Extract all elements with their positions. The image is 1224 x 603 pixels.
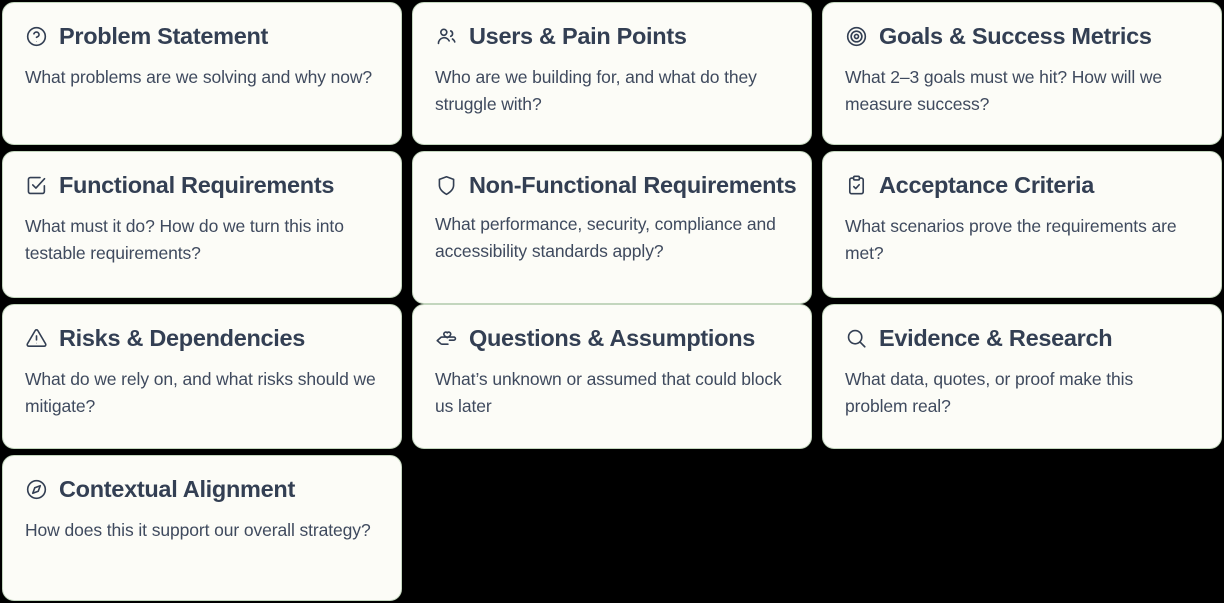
card-goals-success-metrics[interactable]: Goals & Success Metrics What 2–3 goals m… [822, 2, 1222, 145]
card-description: What performance, security, compliance a… [435, 214, 776, 262]
card-title: Risks & Dependencies [59, 325, 306, 351]
card-header: Users & Pain Points [435, 23, 789, 50]
check-square-icon [25, 174, 48, 197]
card-header: Acceptance Criteria [845, 172, 1199, 199]
card-questions-assumptions[interactable]: Questions & Assumptions What’s unknown o… [412, 304, 812, 449]
card-header: Non-Functional Requirements [435, 172, 797, 199]
alert-triangle-icon [25, 327, 48, 350]
card-header: Evidence & Research [845, 325, 1199, 352]
card-header: Problem Statement [25, 23, 379, 50]
shield-icon [435, 174, 458, 197]
help-circle-icon [25, 25, 48, 48]
hand-heart-icon [435, 327, 458, 350]
card-title: Acceptance Criteria [879, 172, 1095, 198]
card-problem-statement[interactable]: Problem Statement What problems are we s… [2, 2, 402, 145]
card-description: What data, quotes, or proof make this pr… [845, 369, 1134, 417]
card-title: Questions & Assumptions [469, 325, 756, 351]
card-description: What 2–3 goals must we hit? How will we … [845, 67, 1163, 115]
card-risks-dependencies[interactable]: Risks & Dependencies What do we rely on,… [2, 304, 402, 449]
clipboard-check-icon [845, 174, 868, 197]
card-header: Contextual Alignment [25, 476, 379, 503]
card-header: Risks & Dependencies [25, 325, 379, 352]
card-title: Users & Pain Points [469, 23, 687, 49]
users-icon [435, 25, 458, 48]
card-header: Functional Requirements [25, 172, 379, 199]
card-description: What scenarios prove the requirements ar… [845, 216, 1177, 264]
card-evidence-research[interactable]: Evidence & Research What data, quotes, o… [822, 304, 1222, 449]
card-header: Questions & Assumptions [435, 325, 789, 352]
card-description: What problems are we solving and why now… [25, 67, 373, 88]
target-icon [845, 25, 868, 48]
card-description: Who are we building for, and what do the… [435, 67, 757, 115]
card-functional-requirements[interactable]: Functional Requirements What must it do?… [2, 151, 402, 298]
card-contextual-alignment[interactable]: Contextual Alignment How does this it su… [2, 455, 402, 601]
card-non-functional-requirements[interactable]: Non-Functional Requirements What perform… [412, 151, 812, 304]
search-icon [845, 327, 868, 350]
compass-icon [25, 478, 48, 501]
card-description: How does this it support our overall str… [25, 520, 371, 541]
card-title: Contextual Alignment [59, 476, 295, 502]
card-description: What’s unknown or assumed that could blo… [435, 369, 782, 417]
card-title: Non-Functional Requirements [469, 172, 797, 198]
card-description: What must it do? How do we turn this int… [25, 216, 344, 264]
card-description: What do we rely on, and what risks shoul… [25, 369, 376, 417]
card-title: Functional Requirements [59, 172, 335, 198]
card-users-pain-points[interactable]: Users & Pain Points Who are we building … [412, 2, 812, 145]
card-acceptance-criteria[interactable]: Acceptance Criteria What scenarios prove… [822, 151, 1222, 298]
card-title: Evidence & Research [879, 325, 1113, 351]
card-title: Goals & Success Metrics [879, 23, 1152, 49]
card-header: Goals & Success Metrics [845, 23, 1199, 50]
card-title: Problem Statement [59, 23, 269, 49]
